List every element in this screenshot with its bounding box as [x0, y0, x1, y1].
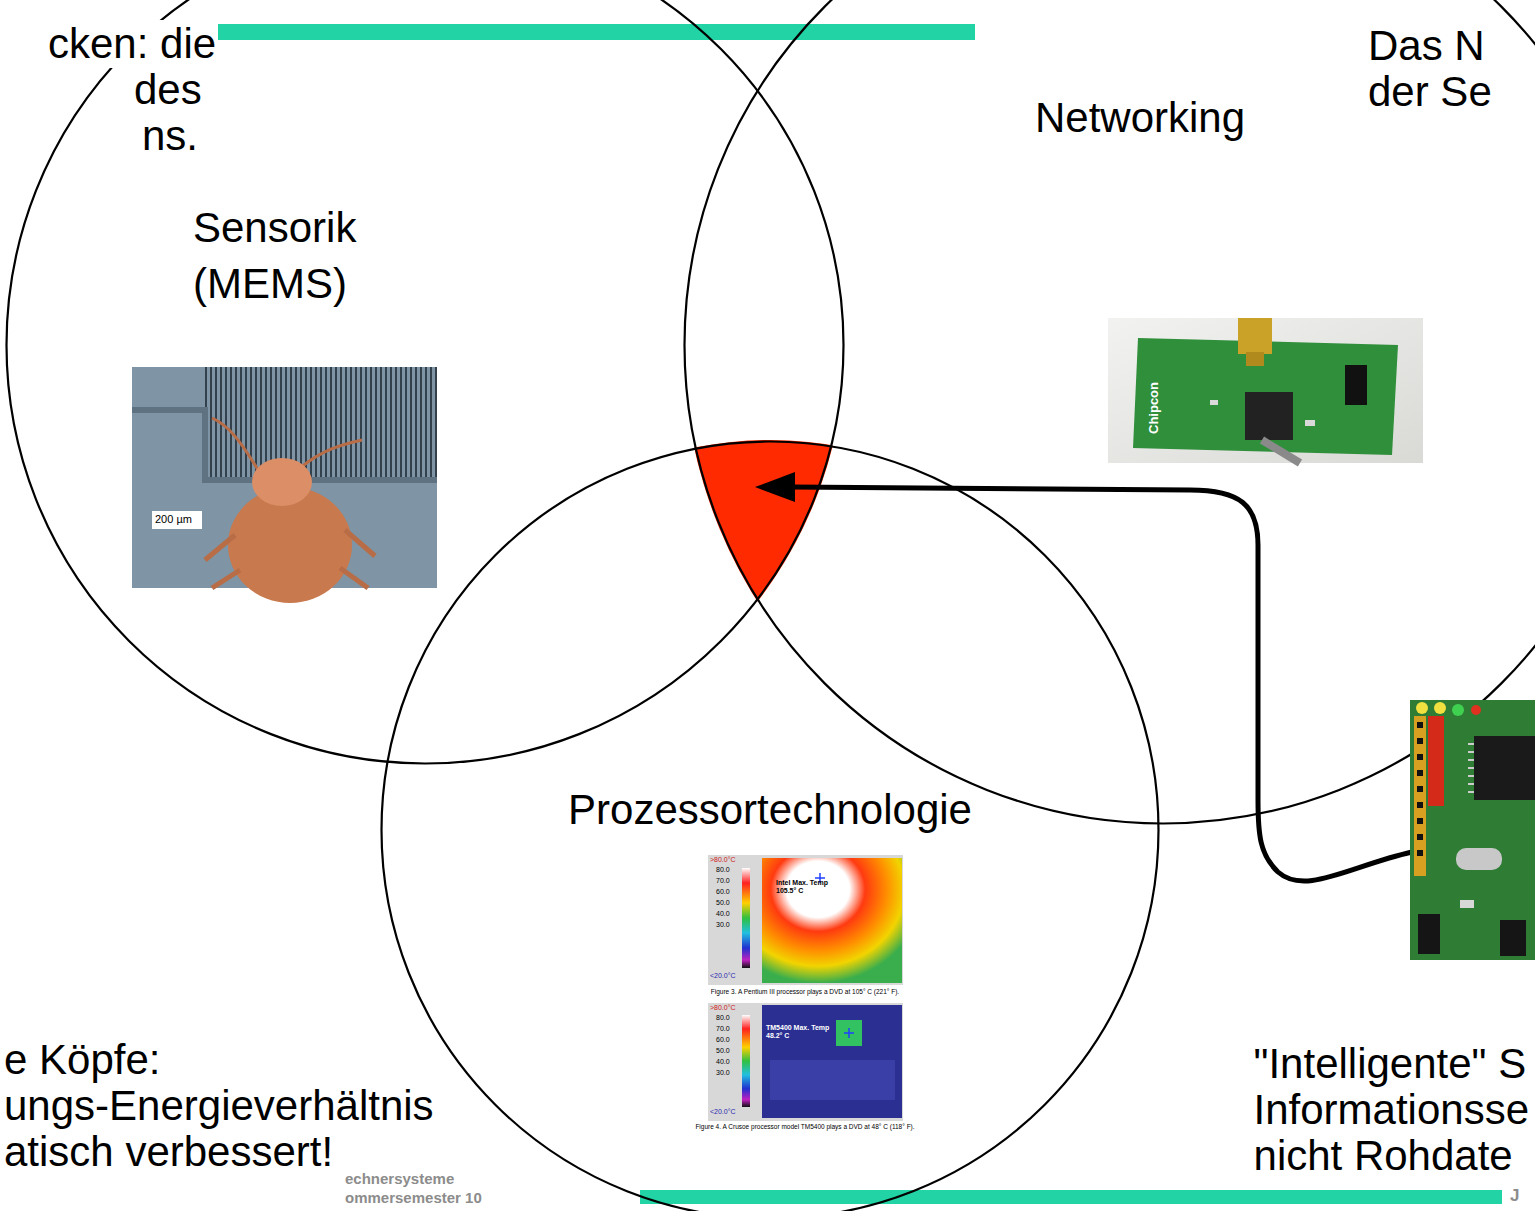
mems-photo	[132, 367, 437, 603]
circle-title: Networking	[1035, 94, 1245, 142]
label-anchor: Intel Max. Temp	[776, 879, 828, 887]
label-anchor: Figure 4. A Crusoe processor model TM540…	[695, 1123, 914, 1130]
slide-text: cken: die	[46, 20, 218, 68]
label-anchor: 200 µm	[155, 513, 192, 526]
label-anchor: <20.0°C	[710, 1108, 736, 1116]
label-anchor: 40.0	[716, 910, 730, 918]
figure-text: 60.0	[716, 1036, 730, 1044]
label-anchor: Informationsse	[1254, 1086, 1529, 1134]
label-anchor: 105.5° C	[776, 887, 803, 895]
slide-text: nicht Rohdate	[1254, 1132, 1513, 1180]
label-anchor: Das N	[1368, 22, 1485, 70]
label-anchor: echnersysteme	[345, 1170, 454, 1187]
label-anchor: 80.0	[716, 866, 730, 874]
arrow-head	[755, 472, 795, 502]
label-anchor: >80.0°C	[710, 1004, 736, 1012]
note-text: echnersysteme	[345, 1170, 454, 1187]
slide-text: e Köpfe:	[4, 1036, 160, 1084]
slide-text: der Se	[1368, 68, 1492, 116]
label-anchor: 30.0	[716, 1069, 730, 1077]
label-anchor: J	[1510, 1186, 1519, 1206]
label-anchor: 80.0	[716, 1014, 730, 1022]
label-anchor: nicht Rohdate	[1254, 1132, 1513, 1180]
label-anchor: 40.0	[716, 1058, 730, 1066]
figure-text: 70.0	[716, 877, 730, 885]
label-anchor: 60.0	[716, 888, 730, 896]
label-anchor: 48.2° C	[766, 1032, 789, 1040]
label-anchor: Figure 3. A Pentium III processor plays …	[711, 988, 899, 995]
label-anchor: 50.0	[716, 1047, 730, 1055]
slide-text: ns.	[140, 112, 200, 160]
figure-text: 50.0	[716, 1047, 730, 1055]
note-text: Chipcon	[1147, 382, 1162, 434]
figure-text: 105.5° C	[776, 887, 803, 895]
figure-text: 50.0	[716, 899, 730, 907]
label-anchor: cken: die	[46, 20, 218, 68]
venn-circle: Networking	[683, 0, 1535, 825]
label-anchor: 50.0	[716, 899, 730, 907]
figure-text: 30.0	[716, 921, 730, 929]
slide-bar	[640, 1190, 1502, 1204]
thermal-image	[708, 1003, 903, 1121]
figure-text: 30.0	[716, 1069, 730, 1077]
label-anchor: 60.0	[716, 1036, 730, 1044]
label-anchor: 30.0	[716, 921, 730, 929]
label-anchor: "Intelligente" S	[1254, 1040, 1527, 1088]
figure-text: 70.0	[716, 1025, 730, 1033]
label-anchor: 70.0	[716, 877, 730, 885]
radio-module-photo	[1108, 318, 1423, 463]
figure-text: TM5400 Max. Temp	[766, 1024, 829, 1032]
figure-text: Figure 3. A Pentium III processor plays …	[711, 988, 899, 995]
figure-text: >80.0°C	[710, 856, 736, 864]
label-anchor: >80.0°C	[710, 856, 736, 864]
figure-text: 40.0	[716, 910, 730, 918]
note-text: ommersemester 10	[345, 1189, 482, 1206]
label-anchor: e Köpfe:	[4, 1036, 160, 1084]
slide-text: atisch verbessert!	[4, 1128, 333, 1176]
label-anchor: <20.0°C	[710, 972, 736, 980]
slide-text: ungs-Energieverhältnis	[4, 1082, 434, 1130]
figure-text: <20.0°C	[710, 1108, 736, 1116]
figure-text: >80.0°C	[710, 1004, 736, 1012]
slide-text: Das N	[1368, 22, 1485, 70]
label-anchor: atisch verbessert!	[4, 1128, 333, 1176]
slide-text: Informationsse	[1254, 1086, 1529, 1134]
slide-bar	[200, 24, 975, 40]
label-anchor: der Se	[1368, 68, 1492, 116]
note-text: J	[1510, 1186, 1519, 1206]
figure-text: 80.0	[716, 866, 730, 874]
circle-title: Sensorik (MEMS)	[193, 200, 393, 312]
figure-text: Intel Max. Temp	[776, 879, 828, 887]
label-anchor: ns.	[140, 112, 200, 160]
label-anchor: ungs-Energieverhältnis	[4, 1082, 434, 1130]
label-anchor: 70.0	[716, 1025, 730, 1033]
figure-text: 48.2° C	[766, 1032, 789, 1040]
circle-title: Prozessortechnologie	[568, 786, 972, 834]
figure-text: 80.0	[716, 1014, 730, 1022]
thermal-image	[708, 855, 903, 985]
label-anchor: des	[132, 66, 204, 114]
slide-text: "Intelligente" S	[1254, 1040, 1527, 1088]
figure-text: Figure 4. A Crusoe processor model TM540…	[695, 1123, 914, 1130]
microcontroller-board	[1410, 700, 1535, 960]
label-anchor: Chipcon	[1147, 434, 1199, 449]
label-anchor: ommersemester 10	[345, 1189, 482, 1206]
figure-text: 60.0	[716, 888, 730, 896]
figure-text: 40.0	[716, 1058, 730, 1066]
label-anchor: TM5400 Max. Temp	[766, 1024, 829, 1032]
note-text: 200 µm	[155, 513, 192, 526]
venn-circle: Prozessortechnologie	[380, 440, 1160, 1211]
figure-text: <20.0°C	[710, 972, 736, 980]
slide-text: des	[132, 66, 204, 114]
intersection-region	[380, 440, 1160, 1211]
